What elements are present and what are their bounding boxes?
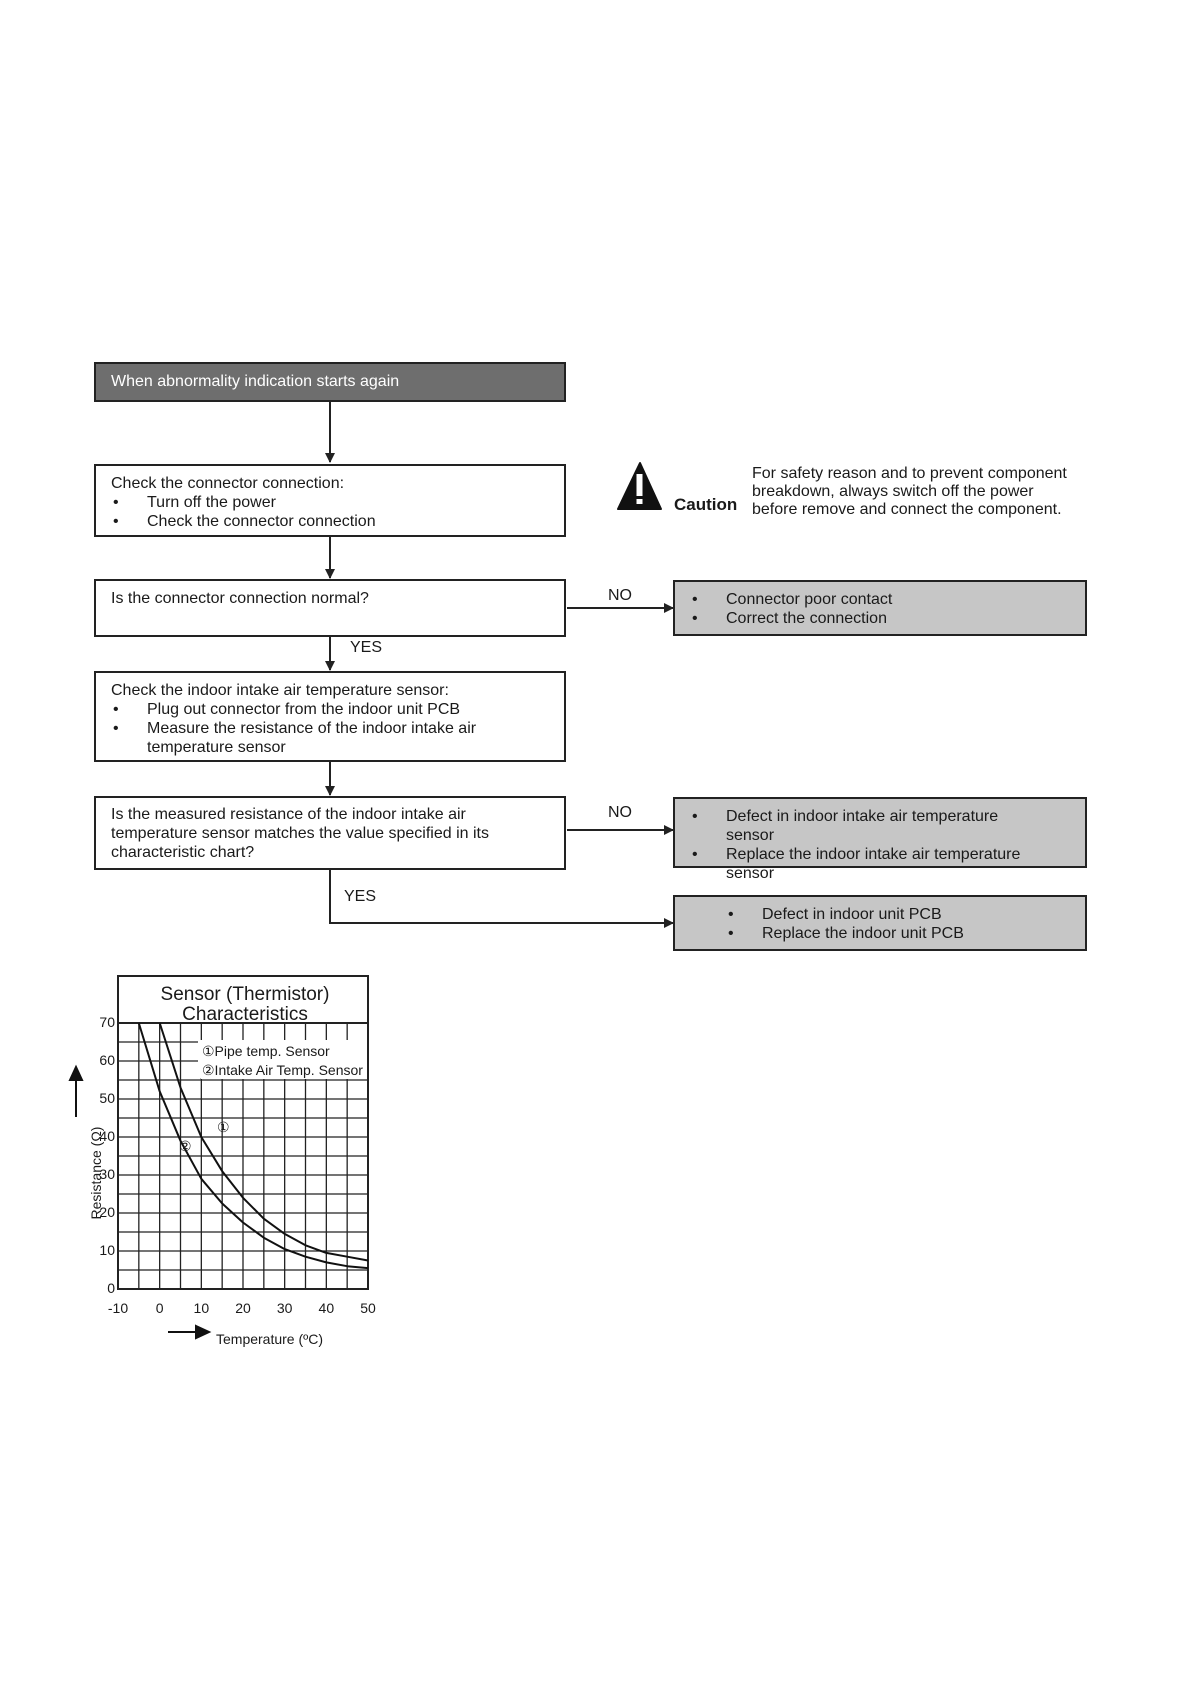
question-resistance-box: Is the measured resistance of the indoor… [94, 796, 566, 870]
chart-y-label: Resistance (Ω) [88, 1126, 104, 1220]
chart-legend-item: ②Intake Air Temp. Sensor [201, 1062, 364, 1079]
check-connector-box: Check the connector connection: Turn off… [94, 464, 566, 537]
list-item: Correct the connection [690, 609, 1071, 628]
arrow-resistance-yes [329, 870, 674, 928]
chart-legend-item: ①Pipe temp. Sensor [201, 1043, 331, 1060]
question-connector-box: Is the connector connection normal? [94, 579, 566, 637]
yes-label: YES [350, 639, 383, 656]
check-connector-title: Check the connector connection: [111, 475, 345, 492]
start-box: When abnormality indication starts again [94, 362, 566, 402]
question-connector-text: Is the connector connection normal? [111, 590, 369, 607]
result-connector-box: Connector poor contact Correct the conne… [673, 580, 1087, 636]
list-item: Measure the resistance of the indoor int… [111, 719, 550, 757]
list-item: Plug out connector from the indoor unit … [111, 700, 550, 719]
no-label: NO [608, 804, 632, 821]
no-label: NO [608, 587, 632, 604]
x-tick-label: 50 [360, 1300, 376, 1316]
caution-text: For safety reason and to prevent compone… [752, 465, 1067, 518]
list-item: Turn off the power [111, 493, 550, 512]
warning-triangle-icon [617, 462, 662, 510]
x-tick-label: 20 [235, 1300, 251, 1316]
curve-marker-pipe: ① [217, 1119, 230, 1135]
y-tick-label: 0 [107, 1280, 115, 1296]
series-line [137, 1022, 369, 1270]
start-text: When abnormality indication starts again [111, 373, 400, 390]
x-tick-label: 0 [155, 1300, 164, 1316]
y-tick-label: 20 [99, 1204, 115, 1220]
y-tick-label: 10 [99, 1242, 115, 1258]
chart-curves [137, 1022, 369, 1270]
question-resistance-text: Is the measured resistance of the indoor… [111, 806, 489, 861]
list-item: Replace the indoor unit PCB [726, 924, 1071, 943]
list-item: Defect in indoor unit PCB [726, 905, 1071, 924]
series-line [158, 1022, 369, 1262]
x-tick-label: 10 [193, 1300, 210, 1316]
list-item: Replace the indoor intake air temperatur… [690, 845, 1025, 883]
y-tick-label: 30 [99, 1166, 115, 1182]
y-tick-label: 60 [99, 1052, 115, 1068]
chart-title: Sensor (Thermistor) Characteristics [160, 984, 330, 1025]
chart-x-label: Temperature (ºC) [216, 1331, 324, 1347]
y-tick-label: 50 [99, 1090, 115, 1106]
yes-label: YES [344, 888, 377, 905]
result-sensor-box: Defect in indoor intake air temperature … [673, 797, 1087, 882]
x-axis-arrowhead [195, 1324, 212, 1340]
y-axis-arrowhead [68, 1064, 84, 1081]
chart-title-frame [117, 975, 369, 1024]
check-sensor-title: Check the indoor intake air temperature … [111, 682, 449, 699]
y-tick-label: 40 [99, 1128, 115, 1144]
list-item: Check the connector connection [111, 512, 550, 531]
x-tick-label: 30 [276, 1300, 293, 1316]
curve-marker-intake: ② [179, 1138, 192, 1154]
list-item: Defect in indoor intake air temperature … [690, 807, 1025, 845]
caution-label: Caution [674, 495, 738, 514]
x-tick-label: -10 [107, 1300, 129, 1316]
chart-plot-frame [117, 1022, 369, 1290]
y-tick-label: 70 [99, 1014, 115, 1030]
check-sensor-box: Check the indoor intake air temperature … [94, 671, 566, 762]
list-item: Connector poor contact [690, 590, 1071, 609]
x-tick-label: 40 [318, 1300, 335, 1316]
result-pcb-box: Defect in indoor unit PCB Replace the in… [673, 895, 1087, 951]
